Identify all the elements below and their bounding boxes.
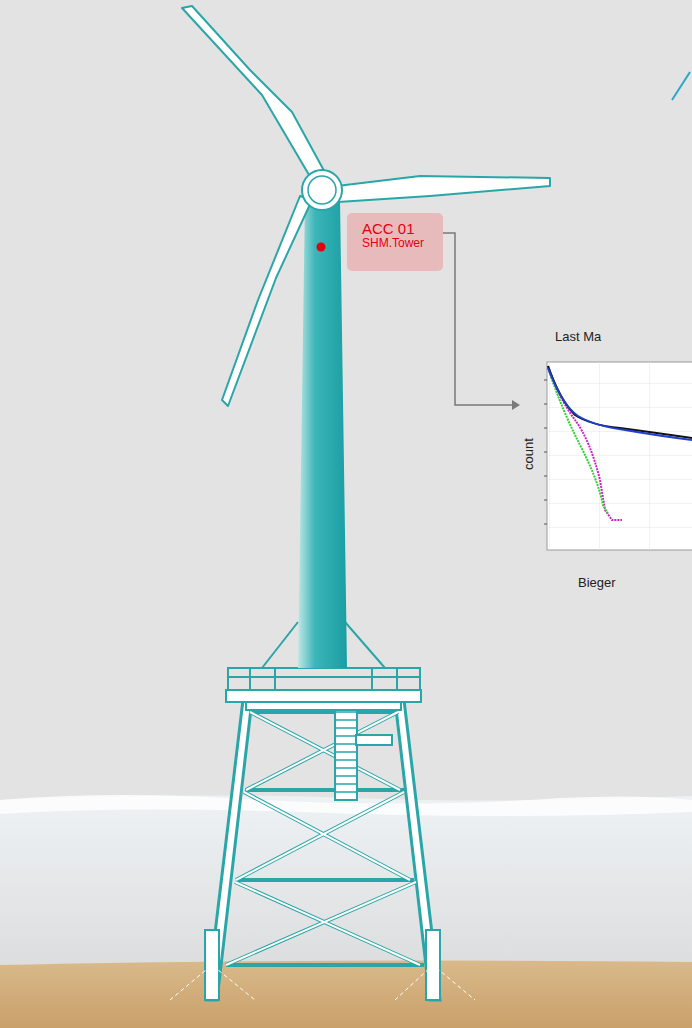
sensor-channel: SHM.Tower (362, 237, 433, 251)
chart-title: Last Ma (555, 329, 601, 344)
axis-label: Bieger (578, 575, 616, 590)
sensor-id: ACC 01 (362, 220, 433, 237)
callout-box: ACC 01SHM.Tower (347, 213, 443, 271)
axis-label: count (521, 438, 536, 470)
